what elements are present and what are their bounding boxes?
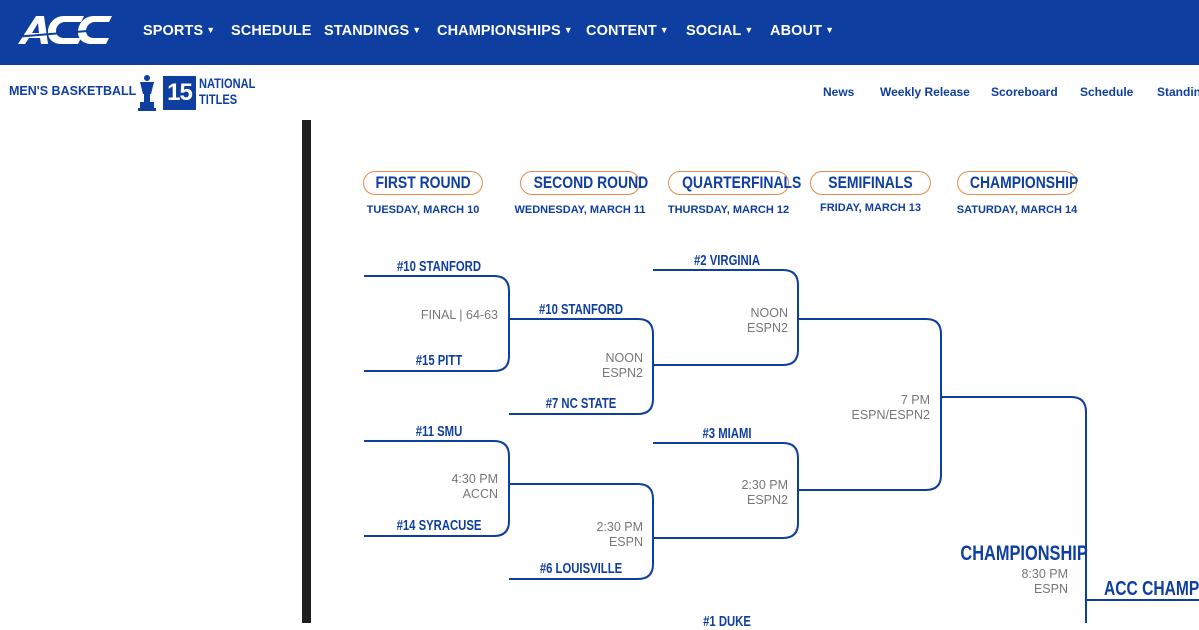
round-semifinals[interactable]: SEMIFINALS bbox=[810, 171, 931, 195]
game-info: 2:30 PM ESPN2 bbox=[668, 478, 788, 508]
round-date: TUESDAY, MARCH 10 bbox=[366, 204, 480, 216]
acc-champion-label: ACC CHAMPION bbox=[1104, 578, 1199, 600]
nav-about[interactable]: ABOUT▼ bbox=[770, 23, 834, 39]
subnav-news[interactable]: News bbox=[823, 85, 855, 99]
nav-content-label: CONTENT bbox=[586, 23, 657, 39]
team-name[interactable]: #1 DUKE bbox=[703, 614, 751, 630]
nav-sports[interactable]: SPORTS▼ bbox=[143, 23, 215, 39]
nav-about-label: ABOUT bbox=[770, 23, 823, 39]
round-quarterfinals[interactable]: QUARTERFINALS bbox=[668, 171, 801, 195]
titles-label: NATIONAL TITLES bbox=[199, 76, 255, 108]
nav-schedule-label: SCHEDULE bbox=[231, 23, 312, 39]
game-info: 8:30 PM ESPN bbox=[948, 567, 1068, 597]
caret-down-icon: ▼ bbox=[659, 25, 669, 35]
team-name[interactable]: #10 STANFORD bbox=[538, 302, 623, 318]
nav-schedule[interactable]: SCHEDULE bbox=[231, 23, 312, 39]
round-championship[interactable]: CHAMPIONSHIP bbox=[957, 171, 1079, 195]
game-status: FINAL | 64-63 bbox=[420, 308, 498, 322]
titles-count-badge: 15 bbox=[163, 76, 196, 110]
team-name[interactable]: #7 NC STATE bbox=[545, 396, 617, 412]
top-navigation: SPORTS▼ SCHEDULE STANDINGS▼ CHAMPIONSHIP… bbox=[0, 0, 1199, 65]
championship-game-label: CHAMPIONSHIP bbox=[960, 542, 1088, 565]
round-date: THURSDAY, MARCH 12 bbox=[667, 204, 790, 216]
round-date: SATURDAY, MARCH 14 bbox=[956, 204, 1078, 216]
team-name[interactable]: #2 VIRGINIA bbox=[693, 253, 760, 269]
game-time: 7 PM bbox=[900, 393, 930, 407]
nav-standings[interactable]: STANDINGS▼ bbox=[324, 23, 421, 39]
titles-label-line1: NATIONAL bbox=[199, 76, 256, 91]
subnav-weekly-release[interactable]: Weekly Release bbox=[880, 85, 970, 99]
nav-sports-label: SPORTS bbox=[143, 23, 204, 39]
nav-social-label: SOCIAL bbox=[686, 23, 742, 39]
sport-title[interactable]: MEN'S BASKETBALL bbox=[9, 83, 137, 99]
round-name: FIRST ROUND bbox=[375, 173, 471, 192]
game-time: 4:30 PM bbox=[451, 472, 498, 486]
game-time: NOON bbox=[750, 306, 789, 320]
game-time: 8:30 PM bbox=[1021, 567, 1068, 581]
trophy-icon bbox=[136, 74, 158, 117]
caret-down-icon: ▼ bbox=[825, 25, 835, 35]
game-info: FINAL | 64-63 bbox=[378, 308, 498, 323]
round-date: WEDNESDAY, MARCH 11 bbox=[514, 204, 646, 216]
subnav-schedule[interactable]: Schedule bbox=[1080, 85, 1134, 99]
round-name: QUARTERFINALS bbox=[682, 173, 802, 192]
game-network: ACCN bbox=[462, 487, 498, 501]
game-network: ESPN bbox=[1033, 582, 1068, 596]
team-name[interactable]: #15 PITT bbox=[415, 353, 463, 369]
game-time: NOON bbox=[605, 351, 644, 365]
round-name: SEMIFINALS bbox=[828, 173, 913, 192]
round-name: SECOND ROUND bbox=[533, 173, 649, 192]
game-network: ESPN/ESPN2 bbox=[851, 408, 930, 422]
acc-logo[interactable] bbox=[14, 14, 112, 51]
round-first-round[interactable]: FIRST ROUND bbox=[363, 171, 483, 195]
game-info: 2:30 PM ESPN bbox=[523, 520, 643, 550]
team-name[interactable]: #6 LOUISVILLE bbox=[539, 561, 623, 577]
nav-championships-label: CHAMPIONSHIPS bbox=[437, 23, 561, 39]
game-info: NOON ESPN2 bbox=[668, 306, 788, 336]
caret-down-icon: ▼ bbox=[206, 25, 216, 35]
team-name[interactable]: #11 SMU bbox=[415, 424, 463, 440]
team-name[interactable]: #3 MIAMI bbox=[702, 426, 752, 442]
subnav-scoreboard[interactable]: Scoreboard bbox=[991, 85, 1058, 99]
sport-subbar: MEN'S BASKETBALL 15 NATIONAL TITLES News… bbox=[0, 65, 1199, 120]
team-name[interactable]: #14 SYRACUSE bbox=[396, 518, 482, 534]
subnav-standings[interactable]: Standings bbox=[1157, 85, 1199, 99]
team-name[interactable]: #10 STANFORD bbox=[396, 259, 481, 275]
game-network: ESPN2 bbox=[747, 321, 788, 335]
nav-championships[interactable]: CHAMPIONSHIPS▼ bbox=[437, 23, 573, 39]
game-network: ESPN2 bbox=[602, 366, 643, 380]
round-date: FRIDAY, MARCH 13 bbox=[819, 202, 922, 214]
game-info: 4:30 PM ACCN bbox=[378, 472, 498, 502]
nav-standings-label: STANDINGS bbox=[324, 23, 410, 39]
content-divider bbox=[302, 120, 311, 623]
game-network: ESPN2 bbox=[747, 493, 788, 507]
caret-down-icon: ▼ bbox=[412, 25, 422, 35]
nav-content[interactable]: CONTENT▼ bbox=[586, 23, 669, 39]
game-network: ESPN bbox=[608, 535, 643, 549]
game-time: 2:30 PM bbox=[596, 520, 643, 534]
game-info: NOON ESPN2 bbox=[523, 351, 643, 381]
titles-label-line2: TITLES bbox=[199, 92, 238, 107]
caret-down-icon: ▼ bbox=[744, 25, 754, 35]
game-info: 7 PM ESPN/ESPN2 bbox=[810, 393, 930, 423]
nav-social[interactable]: SOCIAL▼ bbox=[686, 23, 753, 39]
game-time: 2:30 PM bbox=[741, 478, 788, 492]
round-name: CHAMPIONSHIP bbox=[969, 173, 1079, 192]
round-second-round[interactable]: SECOND ROUND bbox=[520, 171, 648, 195]
caret-down-icon: ▼ bbox=[563, 25, 573, 35]
